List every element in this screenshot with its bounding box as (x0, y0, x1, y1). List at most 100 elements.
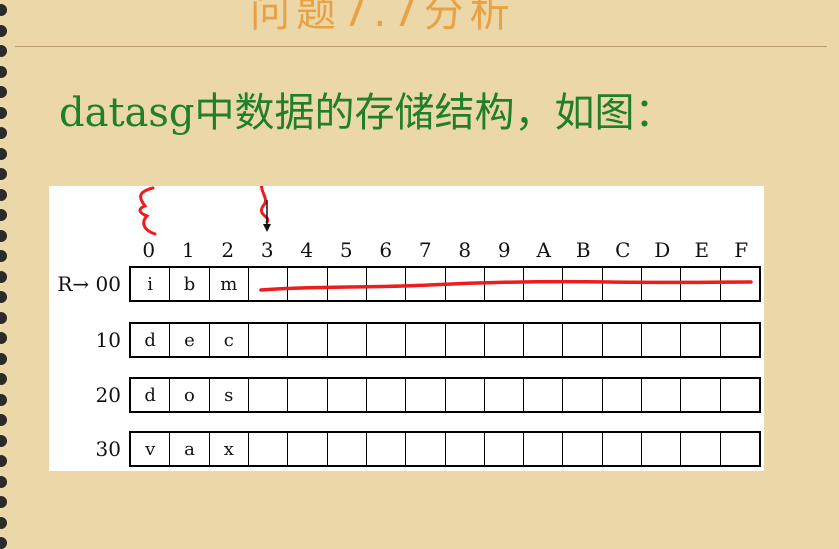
column-label: 8 (458, 238, 472, 262)
memory-cell: o (170, 379, 210, 411)
memory-cell (288, 268, 328, 300)
memory-cell (603, 379, 643, 411)
column-label: 6 (379, 238, 393, 262)
memory-cell (249, 324, 289, 356)
memory-cell (328, 433, 367, 465)
memory-cell: b (170, 268, 210, 300)
spiral-ring (0, 455, 7, 467)
column-label: F (734, 238, 749, 262)
column-label: E (694, 238, 710, 262)
spiral-ring (0, 475, 7, 488)
title-divider (15, 46, 827, 47)
column-label: C (615, 238, 631, 262)
memory-cell (446, 324, 485, 356)
memory-cell (328, 379, 367, 411)
spiral-ring (0, 434, 7, 447)
memory-cell (642, 379, 682, 411)
spiral-ring (0, 127, 7, 139)
memory-cell (328, 268, 367, 300)
spiral-ring (0, 229, 7, 242)
memory-cell (367, 268, 407, 300)
memory-cell (524, 268, 564, 300)
memory-cell: v (131, 433, 171, 465)
annotation-underline-stroke (259, 279, 753, 292)
memory-cell (603, 324, 643, 356)
column-label: A (536, 238, 551, 262)
memory-cell (524, 324, 564, 356)
memory-cell: d (131, 324, 171, 356)
spiral-ring (0, 291, 7, 303)
spiral-ring (0, 537, 7, 549)
memory-cell (249, 433, 289, 465)
column-label: 1 (181, 238, 195, 262)
memory-cell (681, 324, 721, 356)
spiral-ring (0, 168, 7, 180)
memory-cell: i (131, 268, 171, 300)
spiral-ring (0, 250, 7, 262)
memory-cell (563, 324, 603, 356)
handwritten-annotations (138, 186, 753, 292)
column-label: 7 (418, 238, 432, 262)
spiral-ring (0, 4, 7, 16)
column-label: 4 (300, 238, 314, 262)
memory-cell (485, 433, 525, 465)
memory-cell: x (210, 433, 249, 465)
memory-cell (367, 433, 407, 465)
column-label: B (575, 238, 591, 262)
spiral-ring (0, 209, 7, 221)
memory-cell (603, 433, 643, 465)
memory-cell: m (210, 268, 249, 300)
memory-cell (288, 433, 328, 465)
spiral-ring (0, 270, 7, 283)
column-label: 5 (339, 238, 353, 262)
spiral-ring (0, 373, 7, 385)
memory-cell (524, 379, 564, 411)
memory-cell (406, 433, 446, 465)
page-title: 问题7.7分析 (250, 0, 516, 36)
memory-cell (249, 379, 289, 411)
spiral-ring (0, 332, 7, 344)
memory-cell (406, 324, 446, 356)
memory-cell (681, 379, 721, 411)
row-label: 30 (95, 437, 121, 461)
memory-cell (563, 433, 603, 465)
memory-cell: a (170, 433, 210, 465)
spiral-ring (0, 414, 7, 426)
memory-cell (367, 324, 407, 356)
memory-cell: s (210, 379, 249, 411)
pointer-arrow-head (263, 224, 271, 232)
spiral-ring (0, 393, 7, 406)
spiral-ring (0, 352, 7, 365)
spiral-ring (0, 516, 7, 529)
memory-cell: d (131, 379, 171, 411)
memory-cell (485, 268, 525, 300)
column-label: D (654, 238, 671, 262)
column-label: 2 (221, 238, 235, 262)
spiral-ring (0, 147, 7, 160)
memory-cell (446, 379, 485, 411)
spiral-ring (0, 496, 7, 508)
memory-cell (406, 379, 446, 411)
memory-cell (446, 433, 485, 465)
spiral-ring (0, 24, 7, 37)
memory-cell (485, 379, 525, 411)
memory-cell (681, 433, 721, 465)
spiral-ring (0, 45, 7, 57)
spiral-ring (0, 86, 7, 98)
spiral-ring (0, 311, 7, 324)
memory-cell (642, 433, 682, 465)
annotation-bracket-mark (138, 186, 157, 236)
spiral-ring (0, 188, 7, 201)
notebook-spiral-binding (0, 0, 14, 549)
memory-cell (328, 324, 367, 356)
section-heading: datasg中数据的存储结构，如图： (59, 90, 675, 136)
column-label: 9 (497, 238, 511, 262)
memory-cell (288, 379, 328, 411)
column-label: 0 (142, 238, 156, 262)
memory-cell (642, 324, 682, 356)
memory-cell: c (210, 324, 249, 356)
